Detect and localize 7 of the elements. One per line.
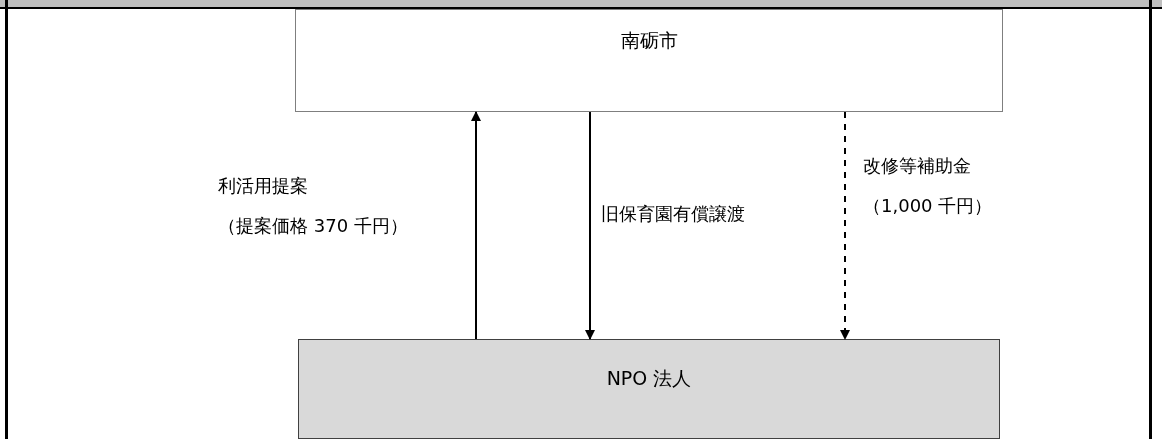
entity-box <box>298 339 1000 439</box>
entity-name: NPO 法人 <box>606 366 692 391</box>
arrow <box>840 111 850 340</box>
entity-box <box>295 9 1003 112</box>
arrow <box>471 111 481 340</box>
arrow <box>585 111 595 340</box>
entity-name: 南砺市 <box>620 28 678 53</box>
